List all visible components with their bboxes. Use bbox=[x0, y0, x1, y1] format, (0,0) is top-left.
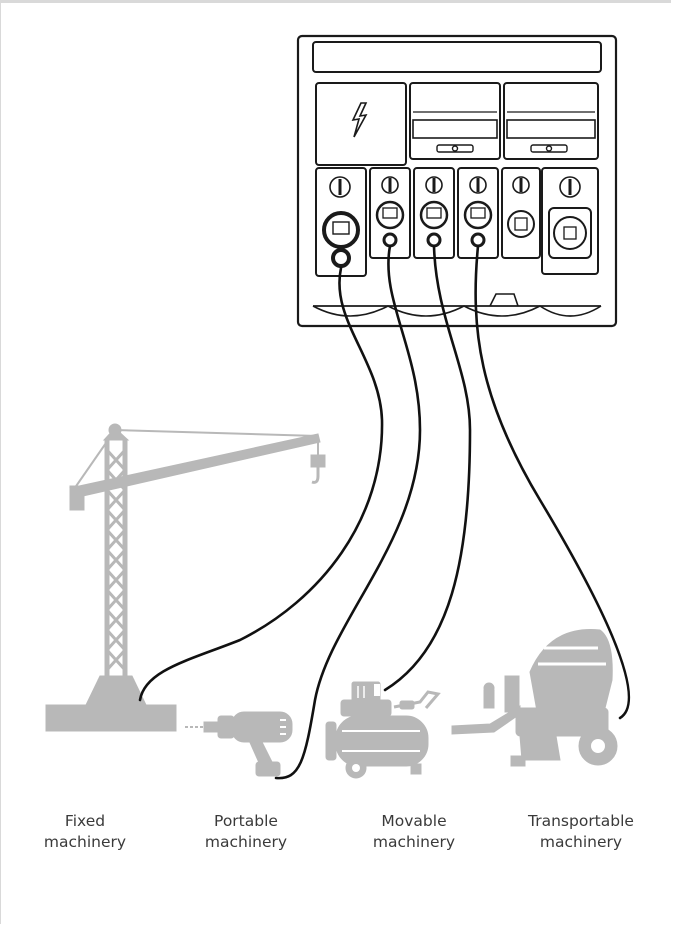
air-compressor bbox=[325, 681, 441, 779]
concrete-mixer bbox=[451, 629, 618, 767]
cable-transportable bbox=[474, 244, 631, 720]
label-portable-machinery: Portable machinery bbox=[204, 812, 288, 851]
label-fixed-machinery: Fixed machinery bbox=[43, 812, 127, 851]
cables bbox=[138, 244, 631, 780]
lightning-bolt-icon bbox=[351, 102, 368, 138]
label-movable-machinery: Movable machinery bbox=[372, 812, 456, 851]
distribution-board bbox=[296, 34, 618, 328]
cable-fixed bbox=[138, 266, 384, 702]
label-transportable-machinery: Transportable machinery bbox=[528, 812, 634, 851]
cable-portable bbox=[274, 244, 422, 780]
tower-crane bbox=[45, 423, 326, 732]
power-drill bbox=[185, 711, 293, 777]
cable-movable bbox=[383, 244, 472, 692]
